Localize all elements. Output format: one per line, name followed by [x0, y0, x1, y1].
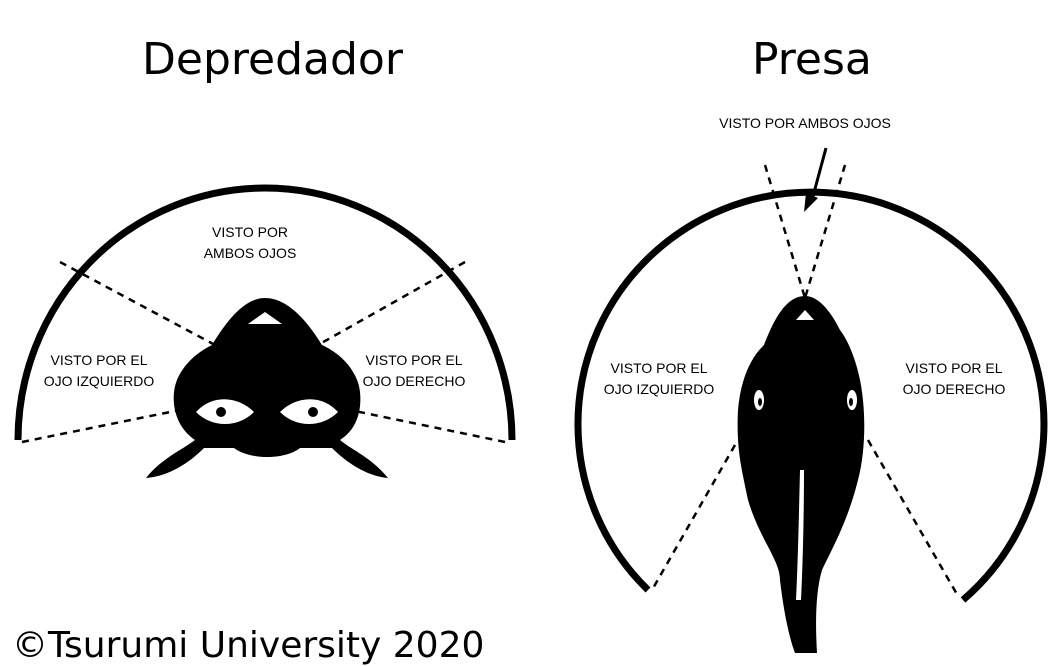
predator-binocular-right-boundary: [317, 260, 466, 347]
copyright-text: ©Tsurumi University 2020: [12, 625, 485, 666]
prey-binocular-left-boundary: [763, 164, 807, 299]
prey-binocular-right-boundary: [803, 164, 847, 299]
prey-arrow-shaft: [810, 147, 828, 201]
predator-diagram: [14, 184, 516, 478]
prey-left-eye-label: VISTO POR EL OJO IZQUIERDO: [603, 360, 715, 397]
prey-title: Presa: [752, 34, 872, 85]
predator-field-arc: [14, 184, 516, 441]
predator-both-eyes-label: VISTO POR AMBOS OJOS: [203, 224, 297, 261]
prey-lower-right-boundary: [866, 439, 960, 597]
prey-arrow-head: [804, 193, 818, 212]
predator-title: Depredador: [142, 34, 403, 85]
prey-diagram: [574, 147, 1048, 653]
prey-field-arc: [574, 188, 1048, 603]
predator-binocular-left-boundary: [59, 260, 216, 347]
prey-right-eye-label: VISTO POR EL OJO DERECHO: [902, 360, 1006, 397]
prey-lower-left-boundary: [650, 444, 737, 591]
predator-silhouette: [146, 298, 388, 478]
predator-lower-left-boundary: [21, 408, 181, 444]
prey-both-eyes-label: VISTO POR AMBOS OJOS: [719, 115, 891, 131]
prey-silhouette: [737, 296, 865, 653]
predator-lower-right-boundary: [349, 408, 506, 444]
predator-left-eye-label: VISTO POR EL OJO IZQUIERDO: [43, 352, 155, 389]
predator-right-eye-label: VISTO POR EL OJO DERECHO: [362, 352, 466, 389]
